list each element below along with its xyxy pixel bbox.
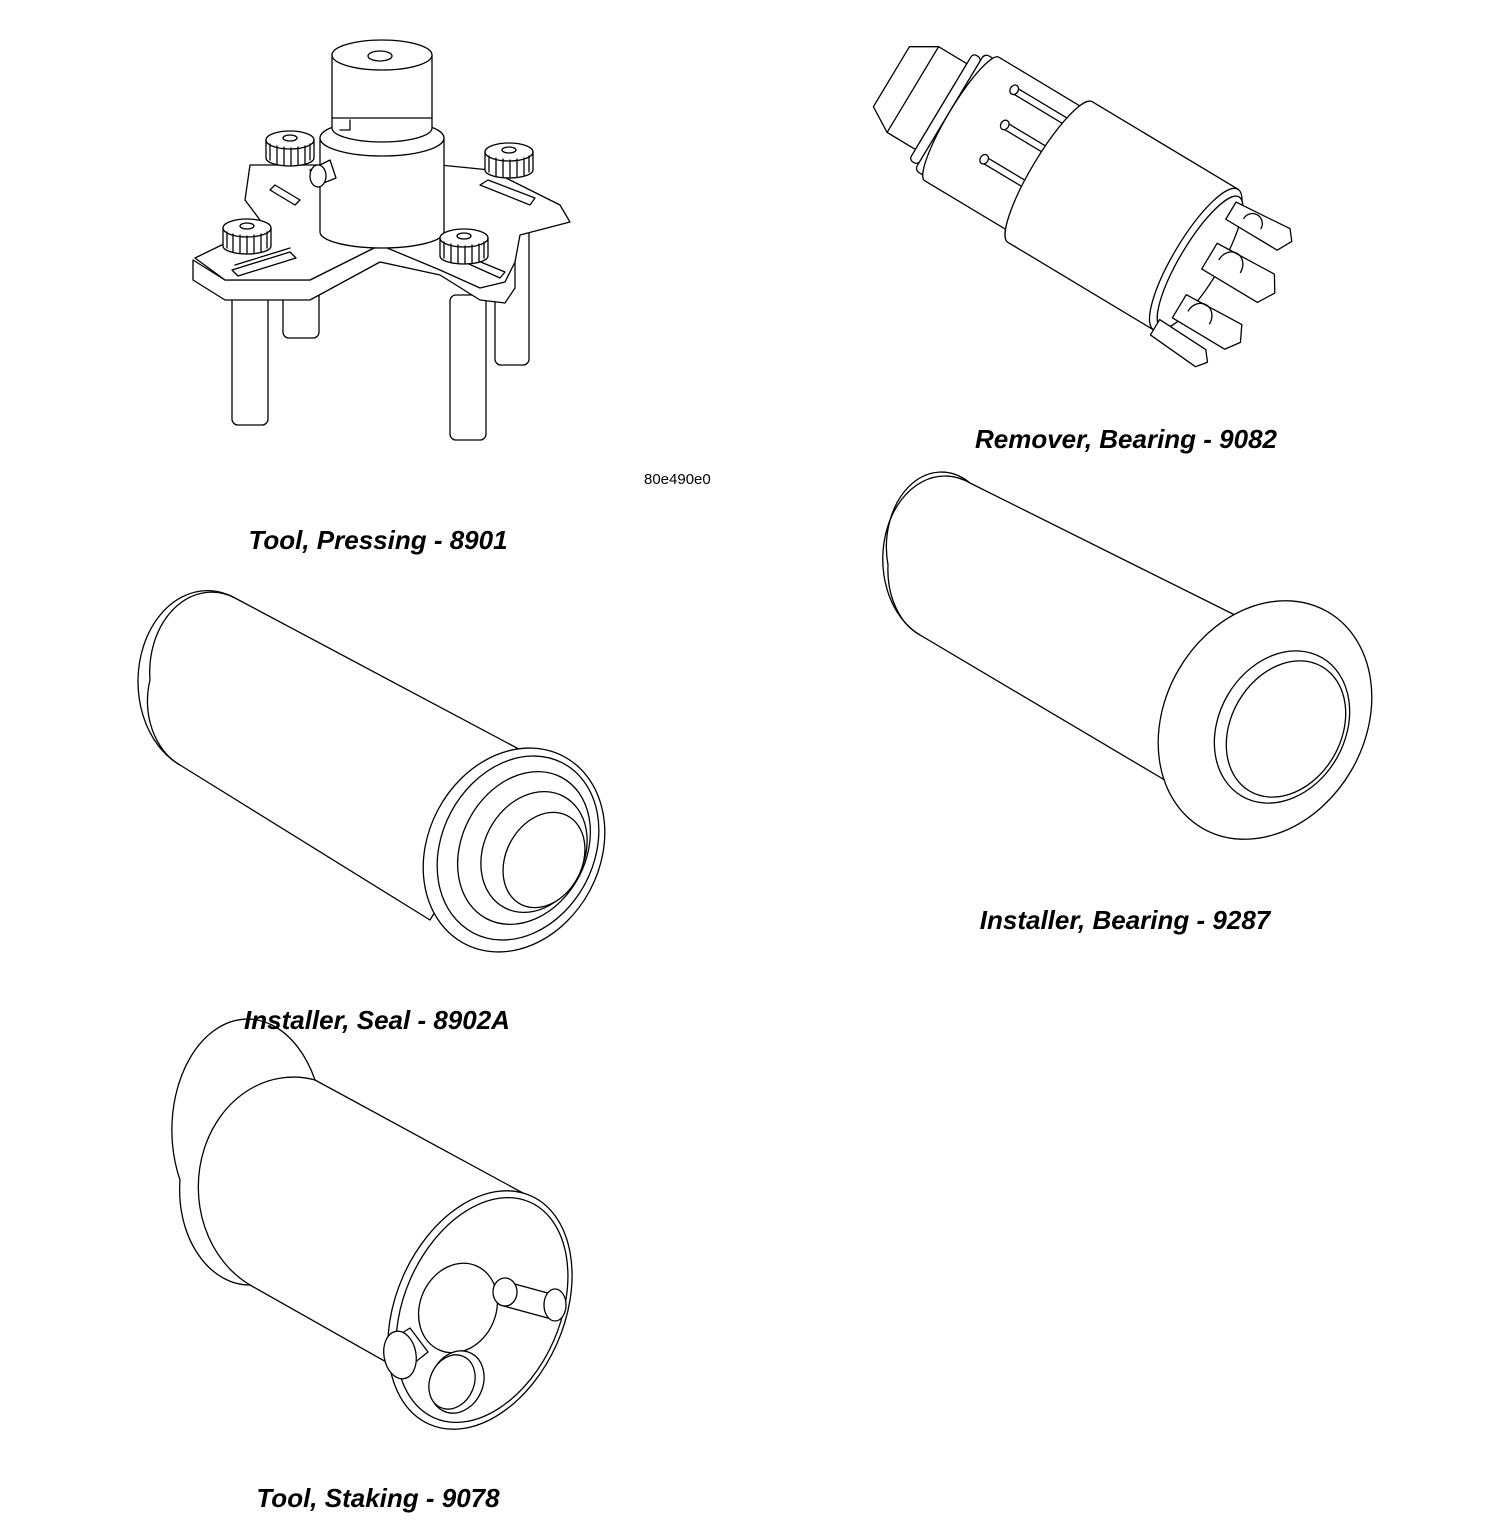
caption-pressing-tool: Tool, Pressing - 8901 <box>248 525 508 555</box>
staking-tool-illustration <box>160 1018 580 1450</box>
caption-bearing-remover: Remover, Bearing - 9082 <box>974 424 1278 454</box>
bearing-installer-illustration <box>880 471 1380 875</box>
pressing-tool-illustration <box>0 0 700 470</box>
seal-installer-illustration <box>137 589 620 970</box>
caption-seal-installer: Installer, Seal - 8902A <box>244 1005 510 1035</box>
caption-bearing-installer: Installer, Bearing - 9287 <box>979 905 1271 935</box>
bearing-remover-illustration <box>840 0 1440 420</box>
caption-staking-tool: Tool, Staking - 9078 <box>256 1483 500 1513</box>
figure-reference: 80e490e0 <box>644 471 711 488</box>
